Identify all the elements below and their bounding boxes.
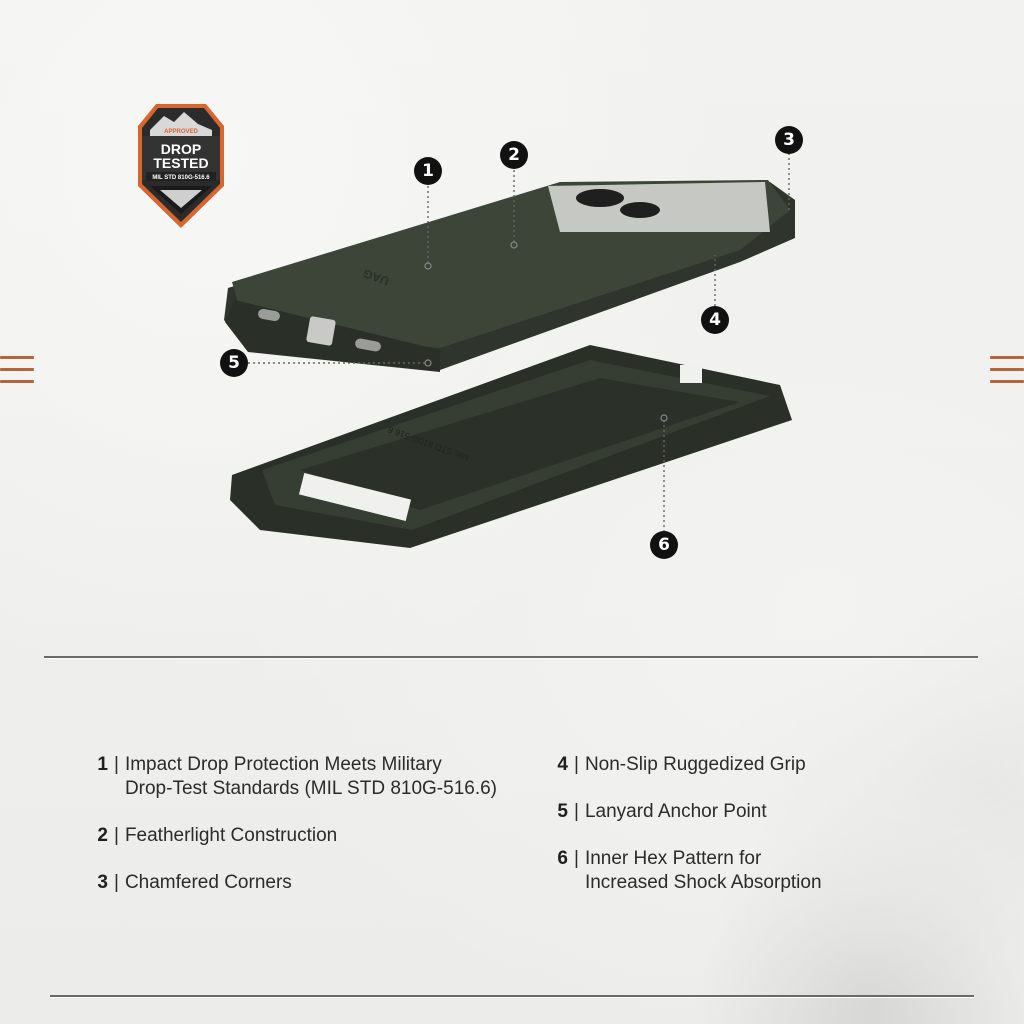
feature-item-5: 5 | Lanyard Anchor Point <box>557 801 767 822</box>
svg-text:MIL STD 810G-516.6: MIL STD 810G-516.6 <box>152 175 210 181</box>
top-divider <box>44 656 978 658</box>
callout-2: 2 <box>500 141 528 169</box>
bottom-divider <box>50 995 974 997</box>
drop-tested-badge: APPROVED DROP TESTED MIL STD 810G-516.6 <box>136 102 226 230</box>
shield-icon: APPROVED DROP TESTED MIL STD 810G-516.6 <box>138 104 224 228</box>
callout-1: 1 <box>414 157 442 185</box>
callout-3: 3 <box>775 126 803 154</box>
svg-text:APPROVED: APPROVED <box>164 129 198 135</box>
feature-item-1: 1 | Impact Drop Protection Meets Militar… <box>97 754 497 799</box>
left-decor-lines <box>0 356 34 392</box>
callout-4: 4 <box>701 306 729 334</box>
product-illustration: UAG MIL STD 810G-516.6 <box>224 153 795 548</box>
feature-item-3: 3 | Chamfered Corners <box>97 872 292 893</box>
case-back-image: UAG <box>224 180 795 372</box>
callout-6: 6 <box>650 531 678 559</box>
feature-item-2: 2 | Featherlight Construction <box>97 825 338 846</box>
svg-text:DROP: DROP <box>161 141 201 157</box>
feature-list-right: 4 | Non-Slip Ruggedized Grip 5 | Lanyard… <box>546 753 866 895</box>
feature-item-6: 6 | Inner Hex Pattern for Increased Shoc… <box>557 848 822 893</box>
callout-5: 5 <box>220 349 248 377</box>
svg-text:TESTED: TESTED <box>153 155 208 171</box>
case-inside-image: MIL STD 810G-516.6 <box>230 345 792 548</box>
feature-list-left: 1 | Impact Drop Protection Meets Militar… <box>86 753 526 895</box>
right-decor-lines <box>990 356 1024 392</box>
feature-item-4: 4 | Non-Slip Ruggedized Grip <box>557 754 806 775</box>
